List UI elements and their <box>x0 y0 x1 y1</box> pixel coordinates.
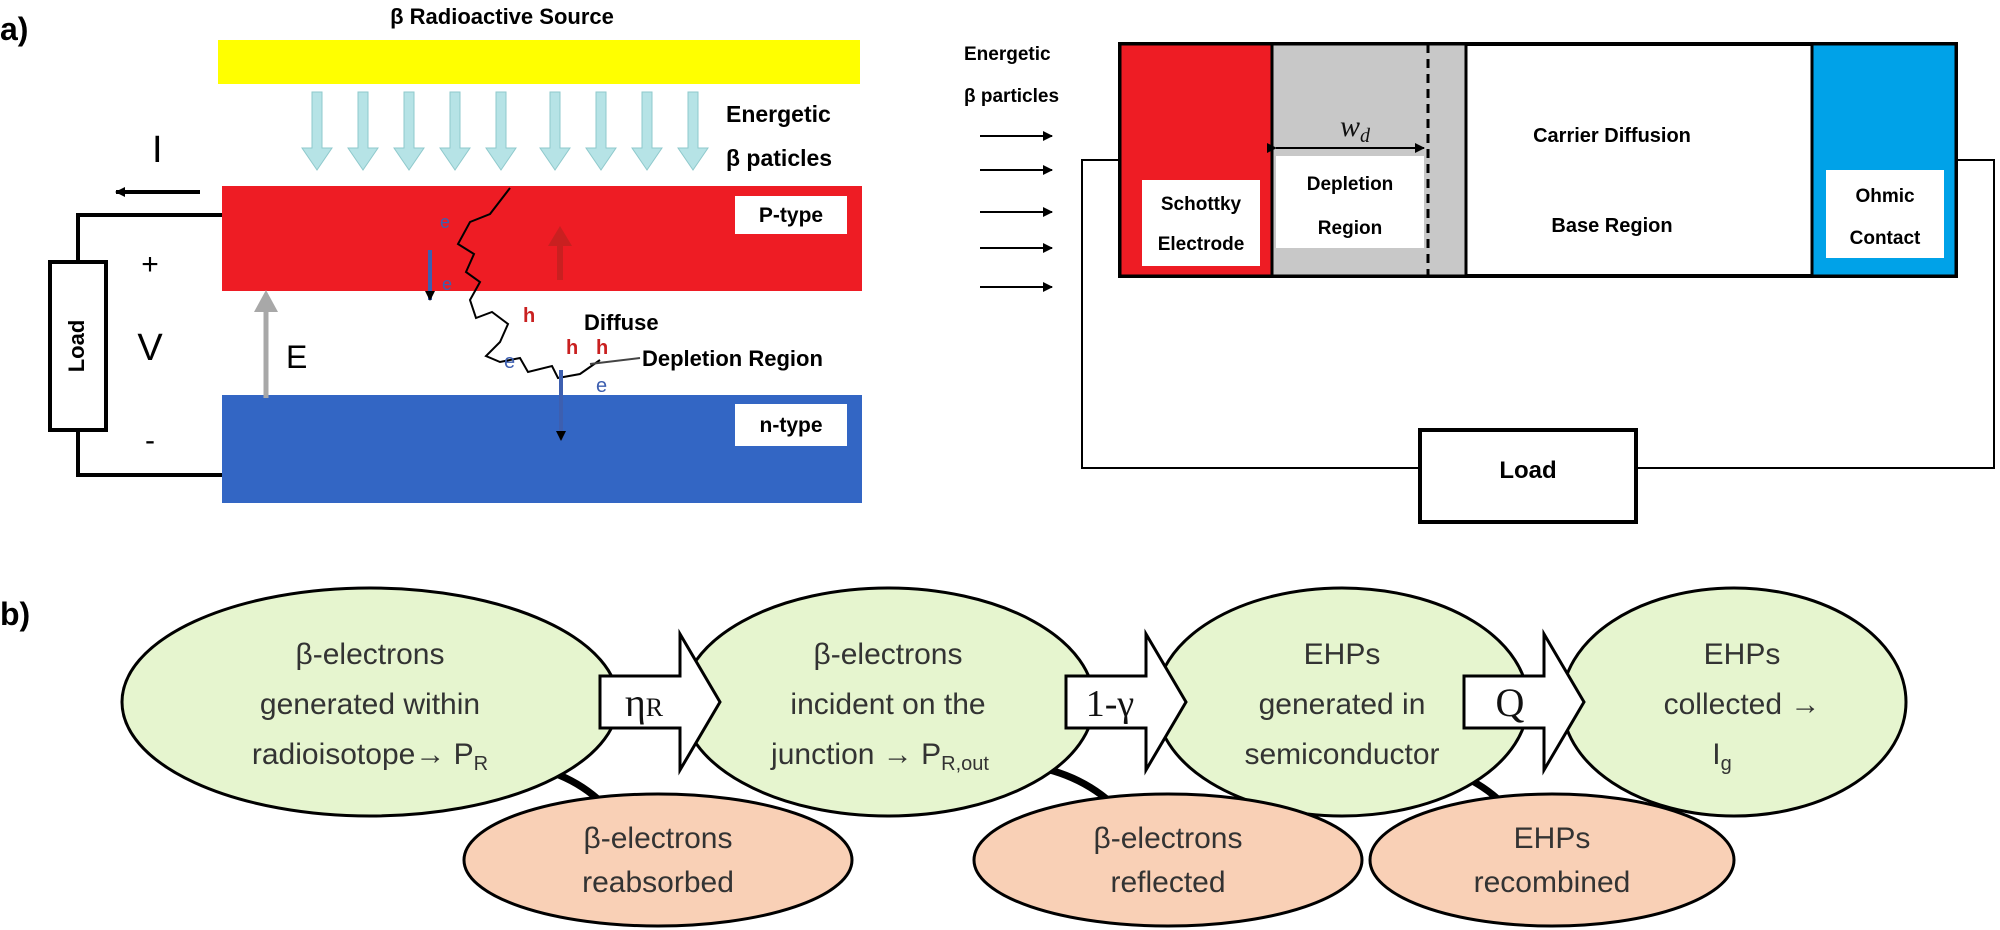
load-label-right: Load <box>1499 457 1556 484</box>
energy-conversion-flow: ηR 1-γ Q β-electrons generated within ra… <box>120 586 1908 928</box>
efficiency-arrow-2 <box>1064 628 1188 776</box>
node-generated-line-3: radioisotope→ PR <box>252 738 488 775</box>
schottky-label-2: Electrode <box>1158 234 1245 255</box>
loss-recombined <box>1368 792 1736 928</box>
schottky-diode-diagram: Energetic β particles Load Schottky Elec… <box>964 42 1995 524</box>
node-incident-line-3: junction → PR,out <box>770 738 989 775</box>
incident-particle-arrows <box>980 131 1053 292</box>
depletion-label-box <box>1276 156 1424 248</box>
n-type-label: n-type <box>760 414 823 437</box>
beta-particle-arrows <box>301 91 709 171</box>
carrier-e-3: e <box>504 351 515 373</box>
field-label: E <box>286 339 307 375</box>
loss-reflected-line-1: β-electrons <box>1094 822 1243 855</box>
n-type-label-box <box>735 404 847 446</box>
loss-reabsorbed-line-1: β-electrons <box>584 822 733 855</box>
depletion-pointer <box>589 357 641 365</box>
electric-field-arrow <box>254 290 278 398</box>
efficiency-q: Q <box>1496 680 1525 725</box>
efficiency-arrow-1 <box>598 628 722 776</box>
external-circuit-left <box>1081 159 1420 469</box>
loss-reflected <box>972 792 1364 928</box>
schottky-label-box <box>1142 180 1260 266</box>
ohmic-label-2: Contact <box>1850 228 1921 249</box>
wd-label: wd <box>1340 110 1371 147</box>
external-circuit-right <box>1636 159 1995 469</box>
carrier-h-3: h <box>596 337 608 359</box>
diffuse-label: Diffuse <box>584 310 659 335</box>
node-ehp-generated-line-2: generated in <box>1259 688 1426 721</box>
radioactive-source-title: β Radioactive Source <box>390 4 614 29</box>
load-box-right <box>1418 428 1638 524</box>
current-label: I <box>152 129 163 171</box>
voltage-label: V <box>137 327 163 369</box>
panel-label-b: b) <box>0 596 30 632</box>
hole-arrow <box>548 226 572 280</box>
depletion-label-1: Depletion <box>1307 174 1394 195</box>
circuit-wires <box>76 213 222 477</box>
efficiency-arrow-3 <box>1462 628 1586 776</box>
carrier-h-2: h <box>566 337 578 359</box>
efficiency-eta-r: ηR <box>625 680 664 725</box>
p-type-label-box <box>735 196 847 234</box>
load-label: Load <box>64 320 89 373</box>
node-ehp-generated-line-3: semiconductor <box>1244 738 1439 771</box>
carrier-diffusion-label: Carrier Diffusion <box>1533 125 1691 147</box>
schottky-label-1: Schottky <box>1161 194 1242 215</box>
load-box <box>48 260 108 432</box>
depletion-region-label: Depletion Region <box>642 346 823 371</box>
node-incident-line-2: incident on the <box>790 688 985 721</box>
carrier-e-1: e <box>440 212 450 232</box>
loss-recombined-line-2: recombined <box>1474 866 1631 899</box>
node-incident-line-1: β-electrons <box>814 638 963 671</box>
beta-particles-label-right: β particles <box>964 86 1059 107</box>
node-ehp-collected-line-3: Ig <box>1712 738 1731 775</box>
node-generated-line-2: generated within <box>260 688 480 721</box>
depletion-label-2: Region <box>1318 218 1382 239</box>
efficiency-one-minus-gamma: 1-γ <box>1086 683 1134 725</box>
betavoltaic-cell-diagram: β Radioactive Source Energetic β paticle… <box>48 4 862 503</box>
node-ehp-generated-line-1: EHPs <box>1304 638 1381 671</box>
loss-recombined-line-1: EHPs <box>1514 822 1591 855</box>
node-ehp-collected-line-1: EHPs <box>1704 638 1781 671</box>
beta-particles-label: β paticles <box>726 145 832 171</box>
panel-label-a: a) <box>0 11 28 47</box>
base-region-label: Base Region <box>1551 215 1672 237</box>
energetic-label-right: Energetic <box>964 44 1051 65</box>
radioactive-source-layer <box>218 40 860 84</box>
loss-reabsorbed <box>462 792 854 928</box>
carrier-e-2: e <box>442 274 452 294</box>
loss-reabsorbed-line-2: reabsorbed <box>582 866 734 899</box>
node-generated-line-1: β-electrons <box>296 638 445 671</box>
carrier-e-4: e <box>596 375 607 397</box>
loss-reflected-line-2: reflected <box>1110 866 1225 899</box>
energetic-label: Energetic <box>726 101 831 127</box>
ohmic-label-box <box>1826 170 1944 258</box>
carrier-h-1: h <box>523 305 535 327</box>
ohmic-label-1: Ohmic <box>1855 186 1915 207</box>
plus-terminal: + <box>141 248 159 281</box>
minus-terminal: - <box>145 424 155 457</box>
carrier-trajectory <box>456 187 601 380</box>
node-ehp-collected-line-2: collected → <box>1664 688 1821 721</box>
p-type-label: P-type <box>759 204 823 227</box>
